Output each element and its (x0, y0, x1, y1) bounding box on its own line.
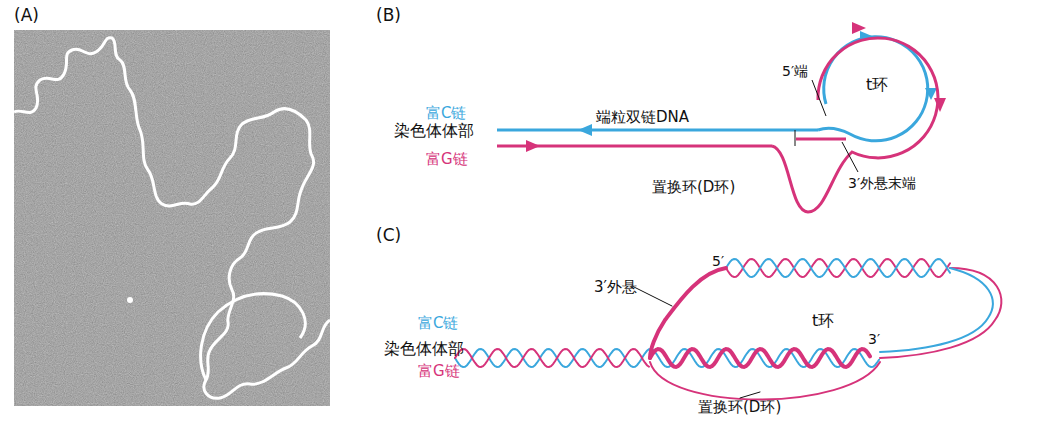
leader-line (842, 142, 858, 172)
c-strand-turn (880, 268, 993, 352)
d-loop-strand (650, 362, 880, 400)
leader-line (795, 130, 796, 146)
strand-arrowhead (578, 124, 592, 136)
strand-label: 富C链 (418, 314, 458, 332)
leader-line (632, 286, 672, 306)
strand-label: 富C链 (426, 104, 466, 122)
loop-label: 置换环(D环) (652, 178, 735, 196)
overhang-helix (650, 349, 870, 367)
region-label: 染色体体部 (394, 122, 474, 140)
end-label: 5′端 (782, 62, 808, 80)
end-label: 3′ (868, 330, 880, 348)
c-strand-loop (818, 37, 928, 141)
g-strand-helix (455, 349, 649, 367)
dust-spot (127, 297, 133, 303)
panel-label: (C) (376, 226, 401, 244)
g-overhang (796, 138, 846, 141)
c-strand-helix (455, 349, 879, 367)
micrograph (14, 30, 330, 406)
end-label: 3′外悬末端 (848, 174, 916, 192)
end-label: 3′外悬 (594, 278, 637, 296)
strand-arrowhead (934, 98, 946, 112)
end-label: 5′ (712, 252, 724, 270)
strand-label: 富G链 (418, 362, 460, 380)
strand-arrowhead (526, 140, 540, 152)
strand-arrowhead (852, 22, 866, 34)
overhang-strand (650, 268, 726, 358)
strand-label: 富G链 (426, 150, 468, 168)
loop-label: 置换环(D环) (698, 398, 781, 416)
g-strand-loop (772, 38, 938, 212)
loop-label: t环 (812, 312, 834, 330)
panel-label: (B) (376, 6, 401, 24)
c-strand-helix (726, 259, 950, 277)
schematic-c (455, 259, 1001, 400)
c-strand (497, 129, 818, 132)
loop-label: t环 (866, 76, 888, 94)
schematic-b (497, 22, 946, 212)
panel-label: (A) (14, 6, 39, 24)
dna-strand-image (14, 38, 330, 399)
region-label: 染色体体部 (384, 340, 464, 358)
region-label: 端粒双链DNA (596, 108, 689, 126)
leader-line (740, 392, 760, 398)
leader-line (812, 80, 826, 116)
g-strand-turn (880, 268, 1001, 358)
micrograph-grain (14, 30, 330, 406)
dna-loop-image (201, 294, 306, 380)
g-strand-helix (726, 259, 950, 277)
